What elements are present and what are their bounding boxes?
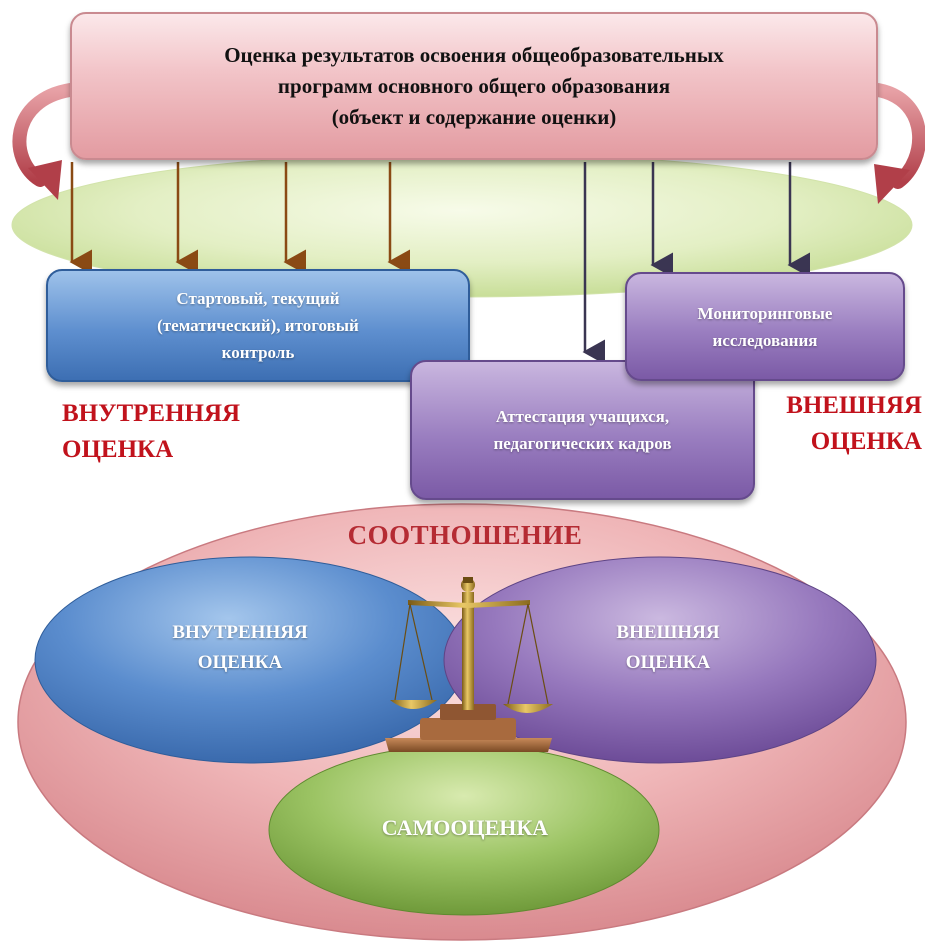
internal-assessment-label: ВНУТРЕННЯЯ ОЦЕНКА: [62, 396, 240, 468]
monitoring-line-2: исследования: [712, 330, 818, 350]
external-label-line-2: ОЦЕНКА: [810, 428, 922, 455]
external-label-line-1: ВНЕШНЯЯ: [786, 392, 922, 419]
assessment-results-box: Оценка результатов освоения общеобразова…: [70, 12, 878, 160]
internal-control-line-1: Стартовый, текущий: [176, 289, 340, 308]
monitoring-box: Мониторинговые исследования: [625, 272, 905, 381]
external-oval-line-1: ВНЕШНЯЯ: [616, 622, 720, 643]
internal-oval-line-1: ВНУТРЕННЯЯ: [172, 622, 308, 643]
attestation-line-1: Аттестация учащихся,: [495, 407, 670, 426]
internal-label-line-2: ОЦЕНКА: [62, 436, 174, 463]
top-box-line-3: (объект и содержание оценки): [331, 104, 617, 129]
internal-control-line-2: (тематический), итоговый: [157, 316, 359, 335]
external-assessment-label: ВНЕШНЯЯ ОЦЕНКА: [752, 388, 922, 460]
curved-arrow-right: [871, 83, 925, 204]
attestation-box: Аттестация учащихся, педагогических кадр…: [410, 360, 755, 500]
external-oval-line-2: ОЦЕНКА: [625, 652, 711, 673]
attestation-line-2: педагогических кадров: [493, 434, 672, 453]
internal-control-line-3: контроль: [221, 343, 295, 362]
internal-oval-label: ВНУТРЕННЯЯ ОЦЕНКА: [120, 618, 360, 678]
self-assessment-label: САМООЦЕНКА: [381, 815, 549, 840]
internal-control-box: Стартовый, текущий (тематический), итого…: [46, 269, 470, 382]
monitoring-line-1: Мониторинговые: [697, 303, 833, 323]
internal-oval-line-2: ОЦЕНКА: [197, 652, 283, 673]
top-box-line-2: программ основного общего образования: [277, 73, 671, 98]
ratio-title: СООТНОШЕНИЕ: [347, 520, 583, 550]
top-box-line-1: Оценка результатов освоения общеобразова…: [224, 42, 724, 67]
curved-arrow-left: [12, 83, 77, 200]
external-oval-label: ВНЕШНЯЯ ОЦЕНКА: [548, 618, 788, 678]
internal-label-line-1: ВНУТРЕННЯЯ: [62, 400, 241, 427]
scales-icon: [385, 577, 553, 752]
external-assessment-oval: [443, 556, 877, 764]
